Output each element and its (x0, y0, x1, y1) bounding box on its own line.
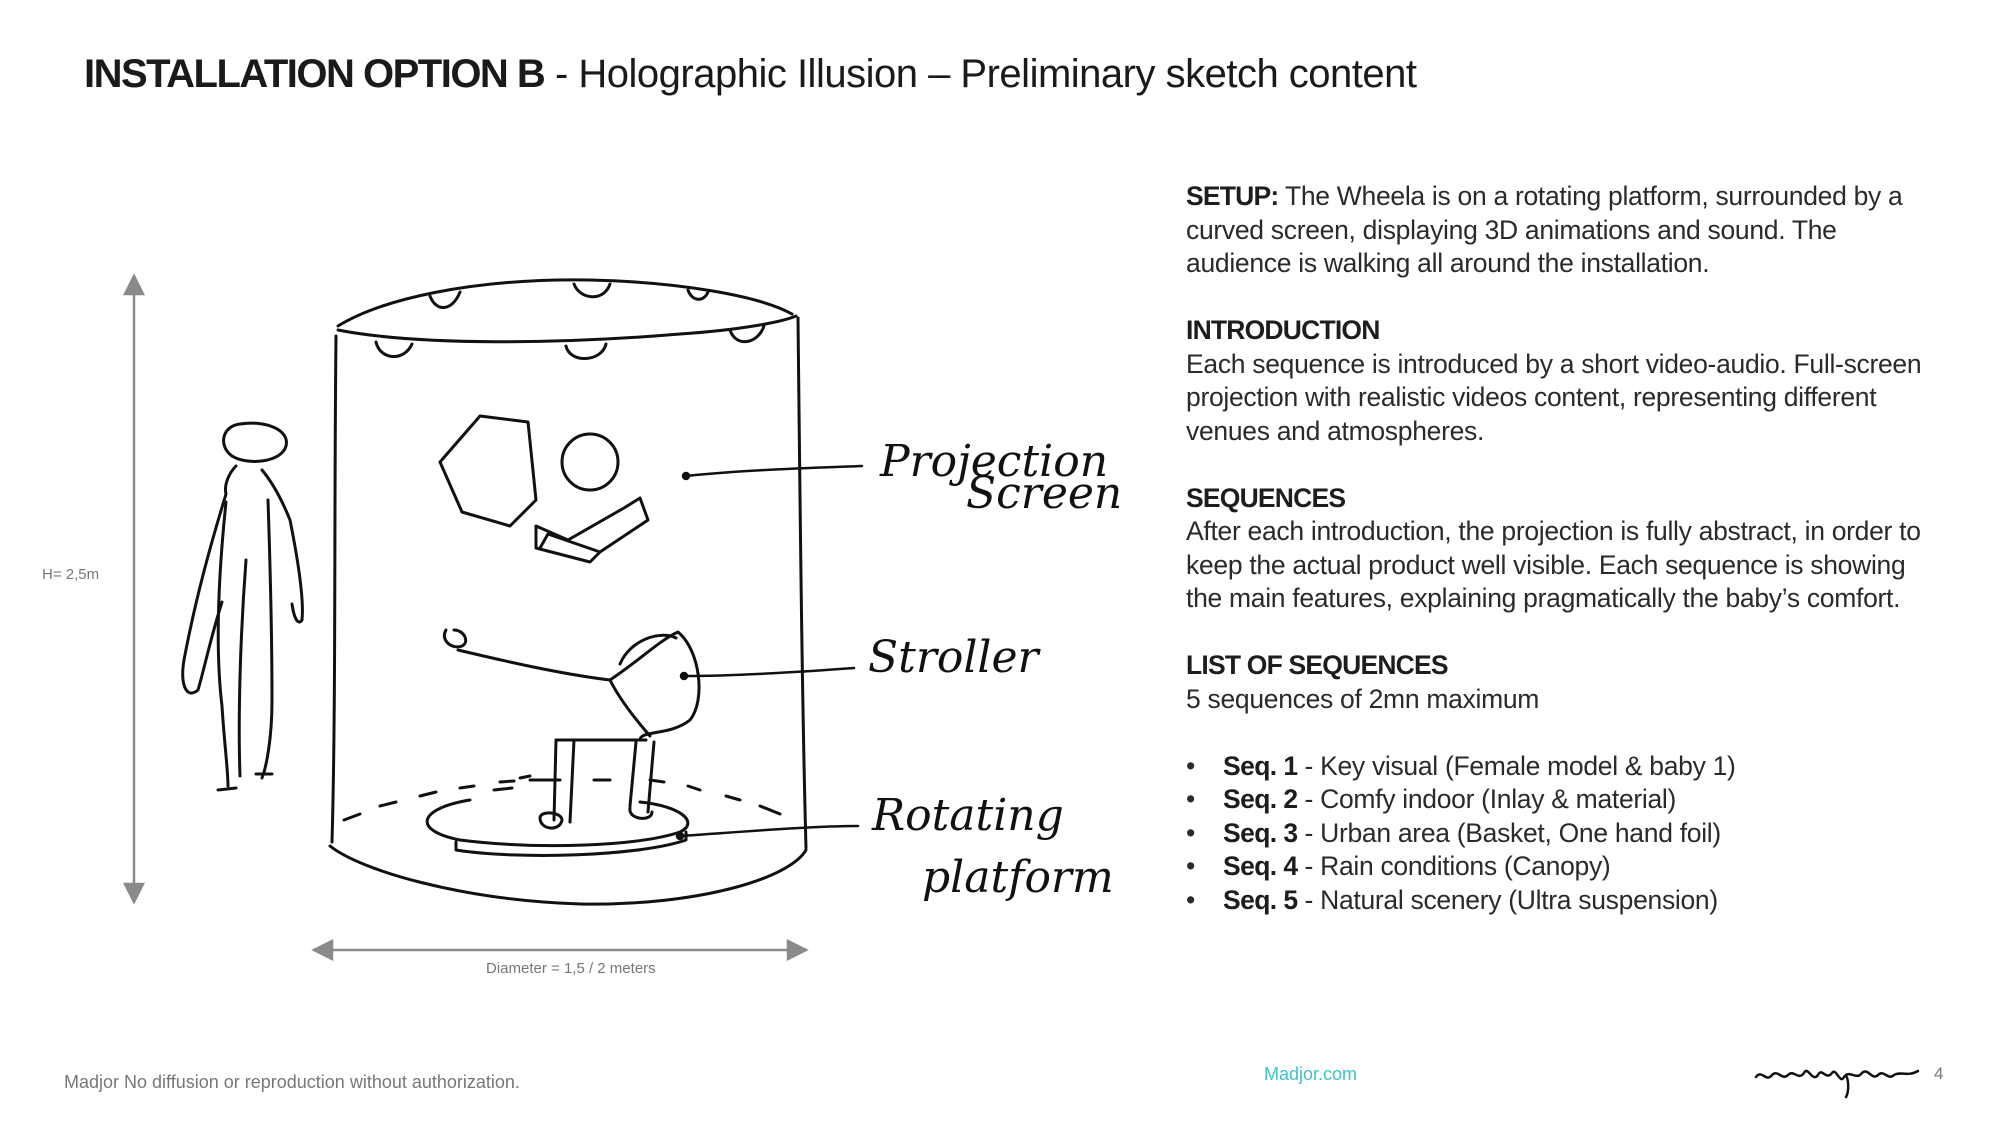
sequence-label: Seq. 1 (1223, 750, 1298, 781)
bullet-icon: • (1186, 784, 1195, 814)
label-projection: Projection (879, 436, 1108, 487)
bullet-icon: • (1186, 817, 1195, 848)
signature-logo-icon (1754, 1069, 1920, 1099)
diameter-dimension-label: Diameter = 1,5 / 2 meters (486, 960, 656, 977)
copyright-notice: Madjor No diffusion or reproduction with… (64, 1072, 520, 1092)
list-item: • Seq. 1 - Key visual (Female model & bab… (1186, 750, 1946, 784)
setup-label: SETUP: (1186, 181, 1279, 211)
setup-paragraph: SETUP: The Wheela is on a rotating platf… (1186, 180, 1946, 281)
list-item: • Seq. 3 - Urban area (Basket, One hand f… (1186, 817, 1946, 851)
sequence-label: Seq. 5 (1223, 884, 1298, 915)
list-of-sequences-text: 5 sequences of 2mn maximum (1186, 683, 1540, 714)
sequence-text: - Urban area (Basket, One hand foil) (1297, 817, 1722, 848)
sequence-label: Seq. 2 (1223, 784, 1298, 814)
sequence-label: Seq. 4 (1223, 851, 1298, 881)
handwritten-labels: Projection Screen Stroller Rotating plat… (868, 436, 1122, 903)
sequence-list: • Seq. 1 - Key visual (Female model & bab… (1186, 750, 1946, 918)
rotating-platform-sketch (342, 774, 782, 857)
slide-title: INSTALLATION OPTION B - Holographic Illu… (84, 52, 1417, 97)
title-bold: INSTALLATION OPTION B (84, 52, 546, 96)
label-stroller: Stroller (868, 632, 1042, 683)
bullet-icon: • (1186, 750, 1195, 781)
label-platform: platform (922, 852, 1114, 903)
sequences-heading: SEQUENCES (1186, 482, 1346, 513)
bullet-icon: • (1186, 884, 1195, 915)
height-dimension-arrow (122, 273, 146, 905)
page-number: 4 (1934, 1064, 1944, 1083)
human-figure (181, 421, 304, 792)
installation-sketch: Projection Screen Stroller Rotating plat… (122, 273, 1122, 962)
introduction-text: Each sequence is introduced by a short v… (1186, 348, 1922, 446)
description-panel: SETUP: The Wheela is on a rotating platf… (1186, 180, 1946, 917)
website-link[interactable]: Madjor.com (1264, 1064, 1358, 1084)
bullet-icon: • (1186, 851, 1195, 881)
sequence-text: - Key visual (Female model & baby 1) (1297, 750, 1736, 781)
list-of-sequences-heading: LIST OF SEQUENCES (1186, 650, 1449, 680)
sequence-text: - Comfy indoor (Inlay & material) (1297, 784, 1677, 814)
sequences-text: After each introduction, the projection … (1186, 516, 1921, 613)
sequence-text: - Natural scenery (Ultra suspension) (1297, 884, 1719, 915)
introduction-heading: INTRODUCTION (1186, 315, 1380, 345)
list-item: • Seq. 4 - Rain conditions (Canopy) (1186, 850, 1946, 884)
title-subtitle: - Holographic Illusion – Preliminary ske… (544, 52, 1417, 96)
projection-shapes (438, 414, 650, 564)
sequence-text: - Rain conditions (Canopy) (1297, 851, 1611, 881)
setup-text: The Wheela is on a rotating platform, su… (1186, 181, 1903, 278)
label-screen: Screen (966, 468, 1122, 519)
label-rotating: Rotating (871, 790, 1064, 841)
sequence-label: Seq. 3 (1223, 817, 1298, 848)
diameter-dimension-arrow (311, 938, 809, 962)
projection-cylinder (328, 278, 808, 906)
list-item: • Seq. 5 - Natural scenery (Ultra suspens… (1186, 884, 1946, 918)
list-item: • Seq. 2 - Comfy indoor (Inlay & material… (1186, 783, 1946, 817)
height-dimension-label: H= 2,5m (42, 566, 100, 583)
leader-lines (675, 464, 864, 841)
stroller-sketch (443, 628, 701, 830)
